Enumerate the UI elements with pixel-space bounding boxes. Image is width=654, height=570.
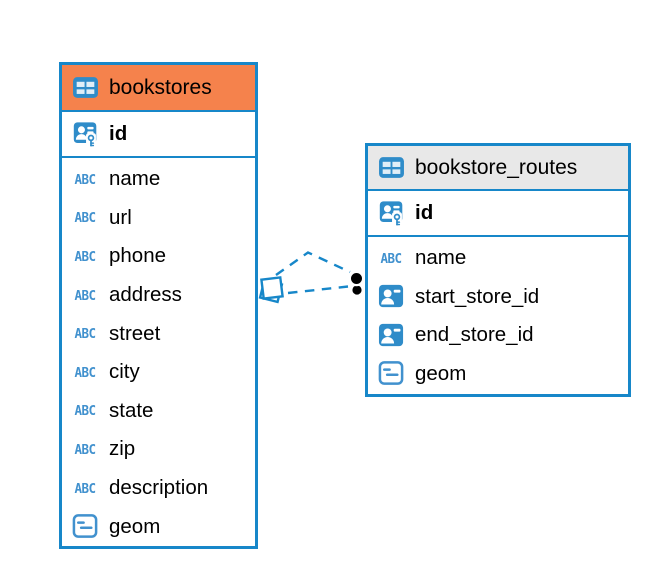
- stacked-squares-marker[interactable]: [258, 276, 284, 304]
- column-row-geom[interactable]: geom: [368, 355, 628, 394]
- column-name: start_store_id: [415, 284, 540, 308]
- column-row-url[interactable]: ABC url: [62, 199, 255, 238]
- column-name: name: [415, 246, 467, 270]
- column-name: city: [109, 360, 140, 384]
- text-type-icon: ABC: [74, 402, 96, 419]
- column-row-end-store-id[interactable]: end_store_id: [368, 316, 628, 355]
- column-row-state[interactable]: ABC state: [62, 392, 255, 431]
- primary-key-icon: [70, 120, 100, 148]
- text-type-icon: ABC: [380, 250, 402, 267]
- column-name: address: [109, 283, 182, 307]
- text-type-icon: ABC: [74, 248, 96, 265]
- column-list: ABC name ABC url ABC phone ABC address A…: [62, 158, 255, 546]
- table-icon: [376, 156, 406, 179]
- text-type-icon: ABC: [74, 480, 96, 496]
- column-name: id: [109, 122, 128, 145]
- text-type-icon: ABC: [74, 171, 96, 188]
- text-type-icon: ABC: [74, 210, 96, 226]
- column-name: street: [109, 321, 161, 345]
- column-name: description: [109, 476, 209, 500]
- column-row-address[interactable]: ABC address: [62, 276, 255, 315]
- table-header-bookstores[interactable]: bookstores: [62, 65, 255, 112]
- text-type-icon: ABC: [74, 325, 96, 342]
- column-row-geom[interactable]: geom: [62, 507, 255, 546]
- reference-type-icon: [376, 322, 406, 349]
- column-row-city[interactable]: ABC city: [62, 353, 255, 392]
- column-row-street[interactable]: ABC street: [62, 314, 255, 353]
- text-type-icon: ABC: [74, 364, 96, 381]
- column-row-phone[interactable]: ABC phone: [62, 237, 255, 276]
- geometry-type-icon: [70, 513, 100, 540]
- column-name: id: [415, 201, 434, 224]
- primary-key-icon: [376, 199, 406, 227]
- black-circle-markers[interactable]: [348, 270, 365, 297]
- column-name: state: [109, 398, 154, 422]
- column-row-id[interactable]: id: [368, 191, 628, 237]
- column-name: zip: [109, 437, 136, 461]
- column-row-name[interactable]: ABC name: [62, 160, 255, 199]
- text-type-icon: ABC: [74, 287, 96, 303]
- column-row-description[interactable]: ABC description: [62, 469, 255, 508]
- table-header-bookstore-routes[interactable]: bookstore_routes: [368, 146, 628, 191]
- geometry-type-icon: [376, 360, 406, 387]
- text-type-icon: ABC: [74, 441, 96, 458]
- relationship-line-upper[interactable]: [275, 251, 351, 276]
- table-title: bookstore_routes: [415, 155, 578, 179]
- column-row-id[interactable]: id: [62, 112, 255, 158]
- column-name: geom: [109, 514, 161, 538]
- column-row-name[interactable]: ABC name: [368, 239, 628, 278]
- reference-type-icon: [376, 283, 406, 310]
- relationship-line-lower[interactable]: [287, 285, 349, 295]
- column-row-start-store-id[interactable]: start_store_id: [368, 278, 628, 317]
- column-list: ABC name start_store_id end_store_id geo…: [368, 237, 628, 393]
- column-name: phone: [109, 244, 167, 268]
- column-name: url: [109, 205, 132, 229]
- column-name: end_store_id: [415, 323, 534, 347]
- column-name: geom: [415, 361, 467, 385]
- table-node-bookstores[interactable]: bookstores id ABC name ABC url ABC phone…: [59, 62, 258, 549]
- column-row-zip[interactable]: ABC zip: [62, 430, 255, 469]
- table-node-bookstore-routes[interactable]: bookstore_routes id ABC name start_store…: [365, 143, 631, 397]
- table-title: bookstores: [109, 75, 212, 99]
- column-name: name: [109, 167, 161, 191]
- table-icon: [70, 76, 100, 99]
